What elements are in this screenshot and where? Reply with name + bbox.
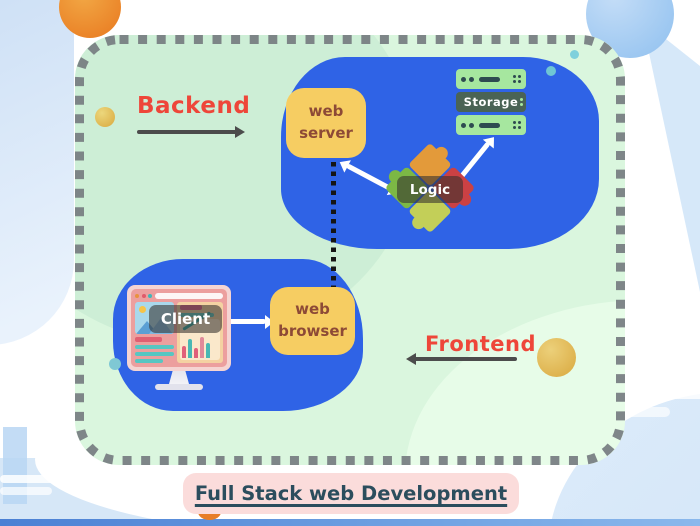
monitor-base [155, 384, 203, 390]
text-line [135, 359, 163, 363]
page-title: Full Stack web Development [194, 482, 508, 505]
monitor-stand [169, 371, 189, 384]
server-unit-bottom [456, 115, 526, 135]
web-server-label-line1: web [308, 102, 344, 121]
backend-direction-arrow [137, 126, 245, 138]
connector-dotted-line [331, 162, 336, 288]
text-line [135, 352, 174, 356]
web-browser-label-line1: web [295, 300, 330, 319]
decor-left-blue-blob [0, 0, 74, 345]
web-server-node: web server [286, 88, 366, 158]
decor-bottom-left-bar [0, 487, 52, 495]
frontend-label: Frontend [425, 332, 536, 356]
decor-yellow-dot [95, 107, 115, 127]
web-browser-node: web browser [270, 287, 355, 355]
client-label-badge: Client [149, 305, 222, 333]
title-banner: Full Stack web Development [183, 473, 519, 514]
double-arrow-client-browser [220, 314, 274, 329]
storage-label-row: Storage [456, 92, 526, 112]
logic-label: Logic [409, 181, 451, 198]
decor-teal-dot [109, 358, 121, 370]
decor-teal-dot [546, 66, 556, 76]
decor-teal-dot [570, 50, 579, 59]
decor-gold-circle [537, 338, 576, 377]
desktop-monitor-icon [127, 285, 231, 390]
diagram-panel: Backend Frontend web server web browser … [75, 35, 625, 465]
backend-label: Backend [137, 93, 251, 119]
text-line [135, 345, 174, 349]
decor-mint-light-blob [405, 300, 625, 465]
decor-bottom-strip [0, 519, 700, 526]
frontend-direction-arrow [406, 353, 517, 365]
browser-chrome-bar [135, 293, 223, 299]
logic-label-badge: Logic [397, 176, 463, 203]
web-browser-label-line2: browser [278, 322, 347, 340]
server-rack-icon: Storage [456, 69, 526, 135]
address-bar [154, 293, 223, 299]
client-label: Client [160, 310, 211, 328]
decor-right-bar [610, 389, 700, 399]
server-unit-top [456, 69, 526, 89]
web-server-label-line2: server [299, 124, 353, 142]
decor-bottom-left-bar [0, 475, 58, 483]
text-line-red [135, 337, 163, 342]
decor-right-bar [592, 407, 670, 417]
storage-label: Storage [463, 95, 519, 109]
